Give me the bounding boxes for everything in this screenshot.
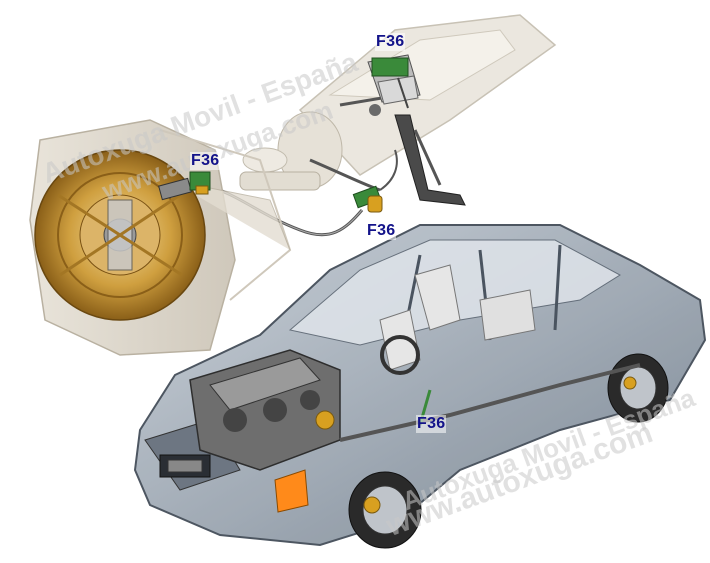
callout-f36-left: F36 — [190, 152, 221, 170]
engine — [189, 349, 341, 471]
callout-f36-car: F36 — [416, 415, 447, 433]
callout-f36-mid: F36 — [366, 222, 397, 240]
pedal-assembly — [239, 14, 557, 206]
slave-cylinder-switch — [158, 171, 211, 201]
interior — [379, 264, 536, 375]
front-wheel — [348, 471, 422, 549]
master-cylinder-switch — [352, 185, 383, 213]
car-body — [133, 224, 707, 547]
pedal-switch — [367, 54, 421, 109]
callout-f36-top: F36 — [375, 33, 406, 51]
